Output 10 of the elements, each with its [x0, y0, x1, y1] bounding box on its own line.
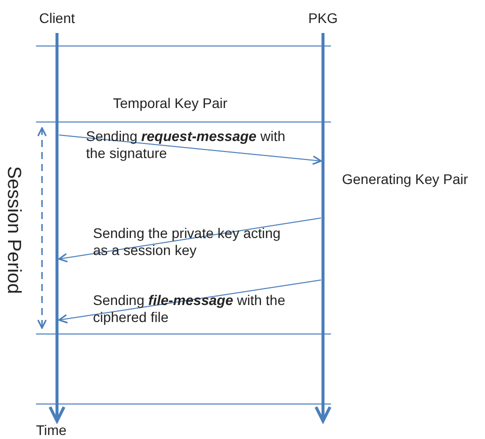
- message-arrow: [58, 134, 322, 165]
- note-text: Session Period: [2, 166, 24, 294]
- message-arrow: [58, 280, 322, 324]
- participant-label: Client: [38, 10, 76, 27]
- note-text: Generating Key Pair: [342, 171, 468, 188]
- note-text: Temporal Key Pair: [113, 95, 228, 112]
- participant-label: PKG: [308, 10, 338, 27]
- message-arrow: [58, 218, 322, 262]
- note-text: Time: [36, 422, 67, 439]
- edge-label: Sending request-message with the signature: [86, 128, 286, 162]
